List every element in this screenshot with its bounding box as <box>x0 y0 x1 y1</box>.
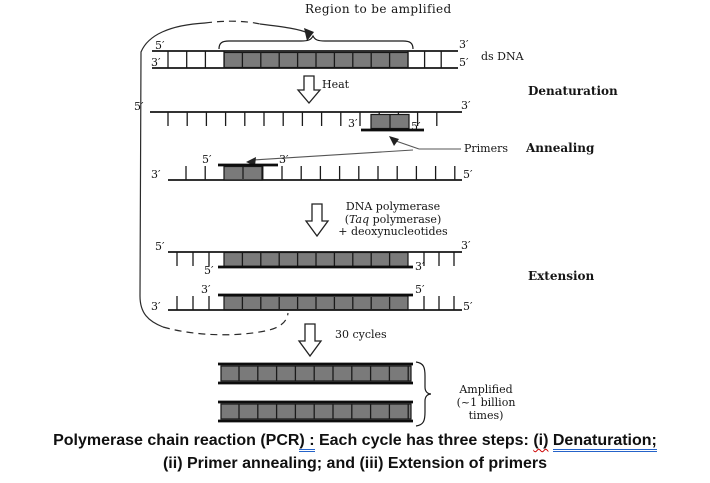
extension2-ticks-left <box>176 296 210 310</box>
polymerase-line2-open: ( <box>344 212 350 226</box>
caption-line2: (ii) Primer annealing; and (iii) Extensi… <box>162 455 548 472</box>
amplified2-shaded <box>220 403 412 420</box>
figure-caption: Polymerase chain reaction (PCR) : Each c… <box>0 429 710 475</box>
amplified-line1: Amplified <box>459 383 513 396</box>
cycle-loop-left <box>139 22 206 328</box>
step-label-denaturation: Denaturation <box>528 84 618 98</box>
dsdna-rungs-left <box>167 51 225 68</box>
end-label-primer2-right: 3′ <box>279 153 289 166</box>
end-label-ext2-template-left: 3′ <box>151 300 161 313</box>
polymerase-line2-rest: polymerase) <box>369 212 442 226</box>
end-label-primer1-left: 3′ <box>348 117 358 130</box>
caption-l1-underlined-colon: ) : <box>299 432 315 452</box>
polymerase-line1: DNA polymerase <box>345 200 441 213</box>
end-label-ext2-new-left: 3′ <box>201 283 211 296</box>
end-label-denat-bottom-right: 5′ <box>463 168 473 181</box>
step-label-annealing: Annealing <box>526 141 595 155</box>
end-label-denat-bottom-left: 3′ <box>151 168 161 181</box>
caption-line1: Polymerase chain reaction (PCR) : Each c… <box>0 429 710 452</box>
end-label-denat-top-right: 3′ <box>461 99 471 112</box>
caption-l1-underlined-denaturation: Denaturation; <box>552 432 657 452</box>
primers-pointer-a <box>392 139 420 150</box>
amplified-label: Amplified (~1 billion times) <box>440 383 532 422</box>
amplified-brace <box>415 361 432 427</box>
dsdna-cell-separators <box>241 52 391 68</box>
extension1-ticks-left <box>176 252 210 266</box>
dsdna-label: ds DNA <box>481 50 524 63</box>
region-to-amplify-label: Region to be amplified <box>305 2 452 16</box>
end-label-denat-top-left: 5′ <box>134 100 144 113</box>
cycle-loop-bottom-dashed <box>162 312 289 336</box>
end-label-dsdna-bottom-right: 5′ <box>459 56 469 69</box>
dsdna-rungs-right <box>407 51 442 68</box>
end-label-primer1-right: 5′ <box>411 120 421 133</box>
caption-l1-roman-i: (i) <box>533 432 549 449</box>
amplified1-separators <box>238 366 409 381</box>
primers-pointer-b <box>252 149 414 161</box>
polymerase-line3: + deoxynucleotides <box>338 225 448 238</box>
extension1-separators <box>241 253 391 266</box>
cycle-loop-into-arrow <box>259 23 309 34</box>
amplified-line2: (~1 billion times) <box>456 396 516 422</box>
polymerase-label: DNA polymerase (Taq polymerase) + deoxyn… <box>332 200 454 239</box>
extension1-ticks-right <box>423 252 455 266</box>
amplified2-separators <box>238 404 409 419</box>
end-label-dsdna-top-right: 3′ <box>459 38 469 51</box>
denatured-top-ticks <box>167 112 438 126</box>
end-label-dsdna-bottom-left: 3′ <box>151 56 161 69</box>
end-label-primer2-left: 5′ <box>202 153 212 166</box>
region-brace <box>218 34 414 50</box>
cycles-down-arrow-icon <box>297 323 323 358</box>
polymerase-line2-taq: Taq <box>349 212 370 226</box>
end-label-ext1-template-right: 3′ <box>461 239 471 252</box>
end-label-ext1-new-left: 5′ <box>204 264 214 277</box>
primers-label: Primers <box>464 142 509 155</box>
end-label-dsdna-top-left: 5′ <box>155 39 165 52</box>
end-label-ext2-template-right: 5′ <box>463 300 473 313</box>
heat-label: Heat <box>322 78 350 91</box>
caption-l1-text: Polymerase chain reaction (PCR <box>53 432 300 449</box>
end-label-ext1-template-left: 5′ <box>155 240 165 253</box>
caption-l1-mid: Each cycle has three steps: <box>314 432 534 449</box>
cycle-arrowhead-icon <box>304 28 314 41</box>
amplified1-shaded <box>220 365 412 382</box>
end-label-ext2-new-right: 5′ <box>415 283 425 296</box>
heat-down-arrow-icon <box>296 75 322 105</box>
end-label-ext1-new-right: 3′ <box>415 260 425 273</box>
primers-arrowhead-a-icon <box>389 136 399 146</box>
cycle-loop-top-dashed <box>204 20 261 25</box>
extension2-ticks-right <box>423 296 455 310</box>
extension2-separators <box>241 297 391 309</box>
polymerase-down-arrow-icon <box>304 203 330 238</box>
step-label-extension: Extension <box>528 269 595 283</box>
polymerase-line2: (Taq polymerase) <box>332 212 454 227</box>
cycles-label: 30 cycles <box>335 328 387 341</box>
